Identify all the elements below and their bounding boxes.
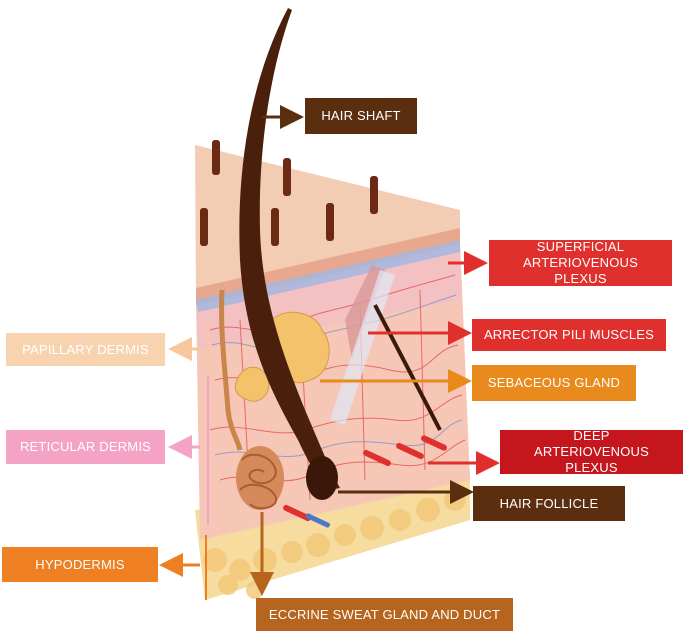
label-hair-shaft: HAIR SHAFT [305, 98, 417, 134]
label-hair-follicle: HAIR FOLLICLE [473, 486, 625, 521]
label-hypodermis: HYPODERMIS [2, 547, 158, 582]
layer-range-indicators [205, 324, 209, 600]
main-hair-shaft [239, 8, 340, 490]
deep-plexus-vessels [283, 435, 447, 528]
label-reticular-dermis: RETICULAR DERMIS [6, 430, 165, 464]
label-eccrine-gland: ECCRINE SWEAT GLAND AND DUCT [256, 598, 513, 631]
label-superficial-plexus: SUPERFICIAL ARTERIOVENOUS PLEXUS [489, 239, 672, 286]
pointer-arrows [159, 105, 500, 596]
secondary-hair [373, 304, 442, 431]
label-papillary-dermis: PAPILLARY DERMIS [6, 333, 165, 366]
label-sebaceous-gland: SEBACEOUS GLAND [472, 365, 636, 401]
label-arrector-pili: ARRECTOR PILI MUSCLES [472, 319, 666, 351]
eccrine-gland [219, 289, 284, 510]
hair-bulb [306, 456, 338, 500]
label-deep-plexus: DEEP ARTERIOVENOUS PLEXUS [500, 428, 683, 475]
surface-hairs [200, 140, 378, 246]
